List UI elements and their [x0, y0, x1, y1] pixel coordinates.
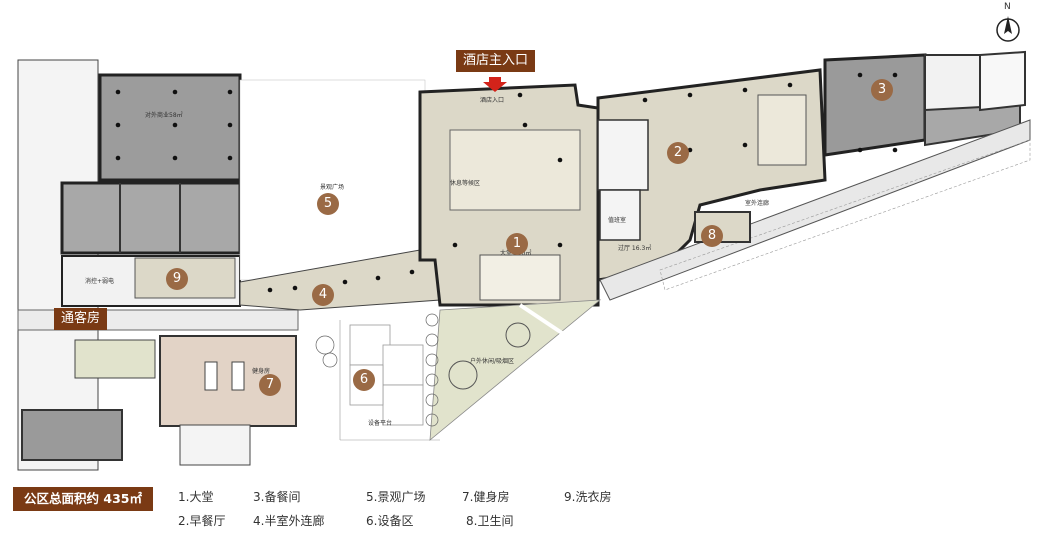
duty-label: 值班室: [608, 217, 627, 224]
tree-row: [315, 313, 439, 427]
legend-item-8: 8.卫生间: [466, 514, 514, 528]
badge-7: 7: [259, 374, 281, 396]
equip-label: 设备平台: [368, 420, 393, 427]
plaza-label: 景观广场: [320, 184, 345, 191]
floor-plan: [17, 16, 1031, 471]
badge-4: 4: [312, 284, 334, 306]
badge-6: 6: [353, 369, 375, 391]
legend-item-6: 6.设备区: [366, 514, 414, 528]
legend-item-1: 1.大堂: [178, 490, 214, 504]
shop-label: 对外商业58㎡: [145, 112, 183, 119]
rest-area-label: 休息等候区: [450, 180, 481, 187]
guest-room-tag: 通客房: [54, 308, 108, 330]
laundry-label: 消控+弱电: [85, 278, 115, 285]
left-wing: [17, 59, 299, 471]
legend-item-2: 2.早餐厅: [178, 514, 226, 528]
lobby-entry-label: 酒店入口: [480, 97, 505, 104]
plaza-area: [239, 79, 426, 281]
compass-label: N: [1004, 2, 1011, 12]
badge-3: 3: [871, 79, 893, 101]
corridor-label: 过厅 16.3㎡: [618, 245, 652, 252]
legend-item-5: 5.景观广场: [366, 490, 426, 504]
gym-label: 健身房: [252, 368, 271, 375]
entrance-arrow: [483, 77, 507, 92]
legend-item-7: 7.健身房: [462, 490, 510, 504]
kitchen-area: [823, 53, 927, 157]
legend-item-4: 4.半室外连廊: [253, 514, 325, 528]
main-entrance-tag: 酒店主入口: [456, 50, 536, 72]
outdoor-rest-label: 户外休闲/吸烟区: [470, 358, 515, 365]
badge-8: 8: [701, 225, 723, 247]
outdoor-leisure-area: [429, 299, 602, 441]
badge-1: 1: [506, 233, 528, 255]
badge-2: 2: [667, 142, 689, 164]
total-area-tag: 公区总面积约 435㎡: [13, 487, 153, 511]
outdoor-corridor-label: 室外连廊: [745, 200, 770, 207]
equipment-area: [339, 320, 440, 441]
compass-icon: [996, 16, 1020, 42]
legend-item-9: 9.洗衣房: [564, 490, 612, 504]
legend-item-3: 3.备餐间: [253, 490, 301, 504]
badge-5: 5: [317, 193, 339, 215]
badge-9: 9: [166, 268, 188, 290]
